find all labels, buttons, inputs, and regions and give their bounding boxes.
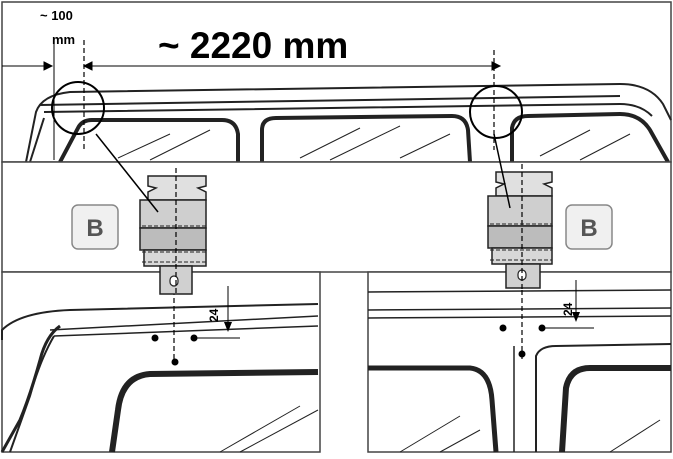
right-b-marker: B xyxy=(565,204,613,250)
right-detail-circle xyxy=(469,85,523,139)
offset-value-label: ~ 100 xyxy=(40,8,73,23)
bottom-right-detail-panel: 24 xyxy=(367,271,672,453)
left-hole-1 xyxy=(151,334,159,342)
left-hole-3 xyxy=(171,358,179,366)
offset-unit-label: mm xyxy=(52,32,75,47)
right-b-label: B xyxy=(580,215,597,242)
left-offset-dim: 24 xyxy=(207,308,221,322)
left-b-label: B xyxy=(86,215,103,242)
right-foot-bracket xyxy=(487,133,553,292)
right-hole-1 xyxy=(499,324,507,332)
spacing-label: ~ 2220 mm xyxy=(158,25,348,66)
left-foot-bracket xyxy=(95,133,207,296)
left-leader-line xyxy=(95,133,159,213)
right-hole-3 xyxy=(518,350,526,358)
bottom-left-detail-panel: 24 xyxy=(0,271,321,453)
left-b-marker: B xyxy=(71,204,119,250)
top-panel: ~ 100 mm ~ 2220 mm xyxy=(1,1,672,163)
car-roof-overview xyxy=(25,82,672,163)
right-leader-line xyxy=(493,133,511,209)
right-offset-dim: 24 xyxy=(561,302,575,316)
left-detail-circle xyxy=(51,81,105,135)
